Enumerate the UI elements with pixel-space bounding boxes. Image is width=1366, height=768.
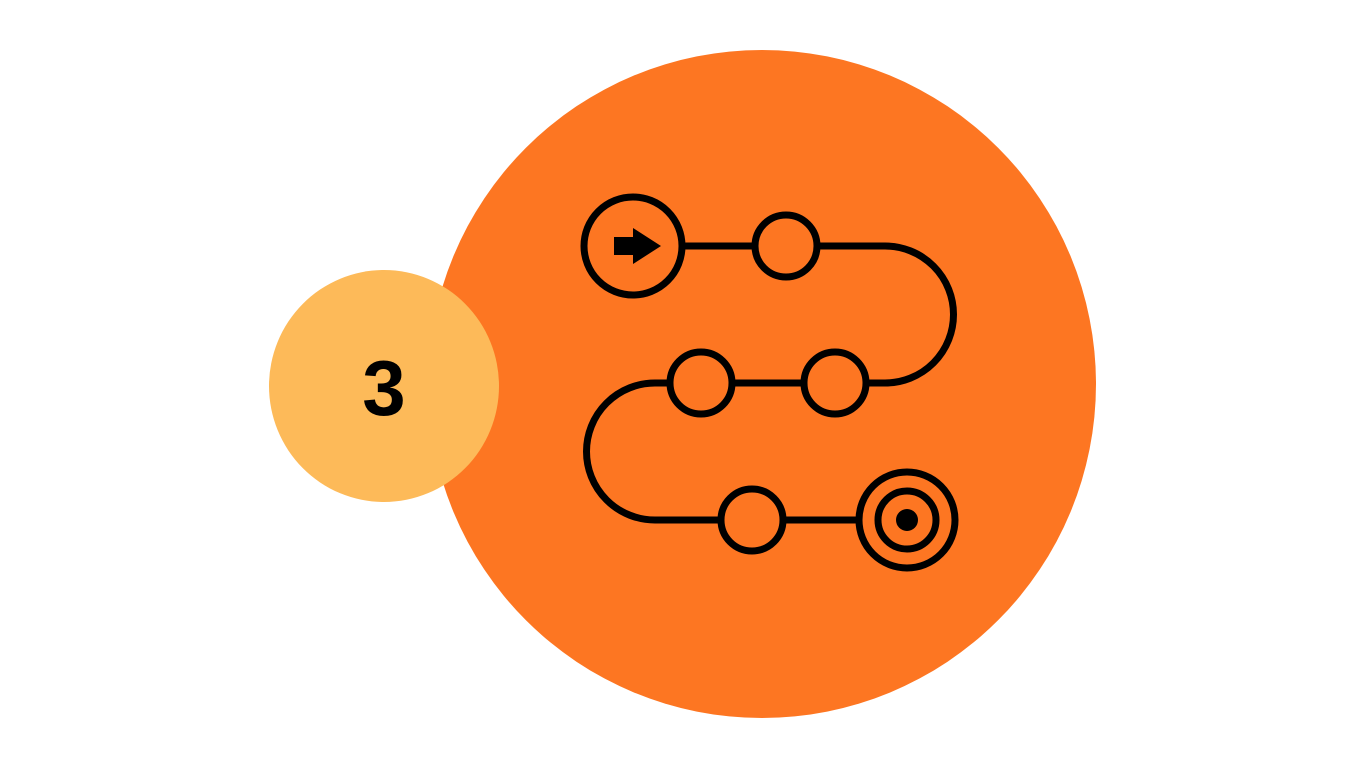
target-icon xyxy=(855,468,959,572)
route-line xyxy=(583,242,957,524)
waypoint-2 xyxy=(800,348,870,418)
step-number-badge: 3 xyxy=(269,270,499,502)
waypoint-3 xyxy=(666,348,736,418)
start-waypoint xyxy=(580,193,686,299)
waypoint-4 xyxy=(717,485,787,555)
waypoint-1 xyxy=(751,211,821,281)
step-number: 3 xyxy=(362,344,406,432)
arrow-right-icon xyxy=(614,228,661,264)
